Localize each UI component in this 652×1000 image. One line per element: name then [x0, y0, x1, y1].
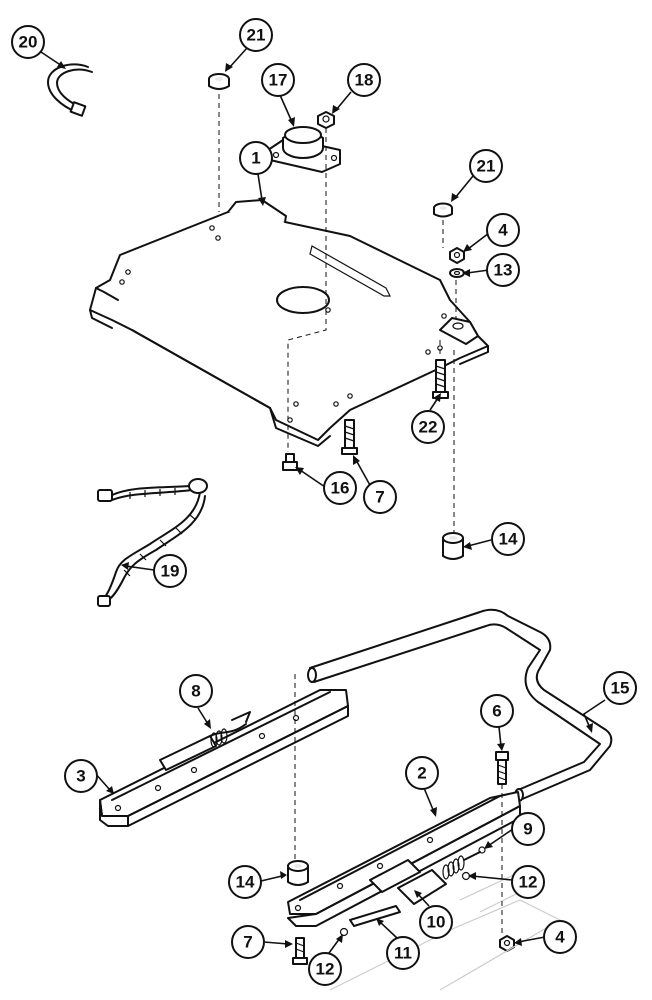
svg-text:19: 19 — [161, 562, 180, 581]
svg-text:3: 3 — [76, 767, 85, 786]
callout-14-top: 14 — [491, 522, 525, 556]
pin-part-11 — [349, 905, 401, 927]
callout-7-top: 7 — [363, 480, 397, 514]
svg-text:4: 4 — [555, 928, 565, 947]
svg-text:7: 7 — [243, 933, 252, 952]
svg-text:16: 16 — [331, 479, 350, 498]
svg-text:2: 2 — [417, 764, 426, 783]
callout-10: 10 — [419, 905, 453, 939]
svg-text:17: 17 — [269, 71, 288, 90]
svg-text:6: 6 — [492, 702, 501, 721]
callout-16: 16 — [323, 471, 357, 505]
callout-6: 6 — [480, 694, 514, 728]
callout-12-bottom: 12 — [308, 952, 342, 986]
callout-3: 3 — [64, 759, 98, 793]
callout-21-top: 21 — [239, 18, 273, 52]
callout-22: 22 — [411, 410, 445, 444]
svg-text:21: 21 — [477, 157, 496, 176]
svg-text:22: 22 — [419, 418, 438, 437]
bolt-part-22 — [432, 359, 449, 399]
nut-and-washer-parts — [449, 247, 465, 278]
leader-lines — [37, 47, 606, 954]
callout-12-right: 12 — [511, 865, 545, 899]
svg-text:14: 14 — [236, 873, 255, 892]
wire-harness-part — [97, 478, 208, 607]
callout-19: 19 — [153, 554, 187, 588]
svg-text:11: 11 — [394, 944, 412, 963]
svg-text:12: 12 — [316, 960, 335, 979]
screw-part-16 — [282, 453, 298, 471]
spacer-part-14-lower — [287, 860, 309, 886]
svg-text:20: 20 — [19, 33, 38, 52]
svg-text:10: 10 — [427, 913, 446, 932]
spacer-part-14-upper — [442, 532, 464, 560]
callout-18: 18 — [347, 63, 381, 97]
svg-text:21: 21 — [247, 26, 266, 45]
grommet-part-left — [208, 73, 230, 90]
callout-7-bottom: 7 — [231, 925, 265, 959]
callout-4-bottom: 4 — [543, 920, 577, 954]
callout-4-top: 4 — [486, 213, 520, 247]
svg-text:9: 9 — [523, 820, 532, 839]
grommet-part-right — [433, 202, 453, 218]
bolt-part-7-upper — [341, 419, 358, 455]
nut-part-18 — [317, 111, 335, 129]
right-slide-rail-part — [287, 791, 521, 927]
callout-17: 17 — [261, 63, 295, 97]
callout-8: 8 — [179, 674, 213, 708]
bolt-part-6 — [495, 751, 509, 785]
seat-plate-part — [89, 199, 489, 447]
callout-20: 20 — [11, 25, 45, 59]
callout-14-bottom: 14 — [228, 865, 262, 899]
svg-text:18: 18 — [355, 71, 374, 90]
left-slide-rail-part — [99, 689, 349, 827]
svg-text:14: 14 — [499, 530, 518, 549]
svg-text:8: 8 — [191, 682, 200, 701]
callout-2: 2 — [405, 756, 439, 790]
callout-11: 11 — [386, 936, 420, 970]
callout-1: 1 — [239, 141, 273, 175]
svg-text:1: 1 — [251, 149, 260, 168]
svg-text:13: 13 — [494, 261, 513, 280]
release-rod-part — [307, 608, 613, 802]
callout-13: 13 — [486, 253, 520, 287]
svg-text:12: 12 — [519, 873, 538, 892]
bolt-part-7-lower — [292, 937, 308, 965]
latch-lever-10 — [397, 869, 447, 905]
svg-text:15: 15 — [611, 679, 630, 698]
svg-text:4: 4 — [498, 221, 508, 240]
svg-text:7: 7 — [375, 488, 384, 507]
callout-21-right: 21 — [469, 149, 503, 183]
seat-switch-part — [267, 126, 341, 173]
cable-tie-part — [47, 63, 93, 117]
assembly-centerlines — [218, 94, 503, 936]
callout-9: 9 — [511, 812, 545, 846]
callout-15: 15 — [603, 671, 637, 705]
